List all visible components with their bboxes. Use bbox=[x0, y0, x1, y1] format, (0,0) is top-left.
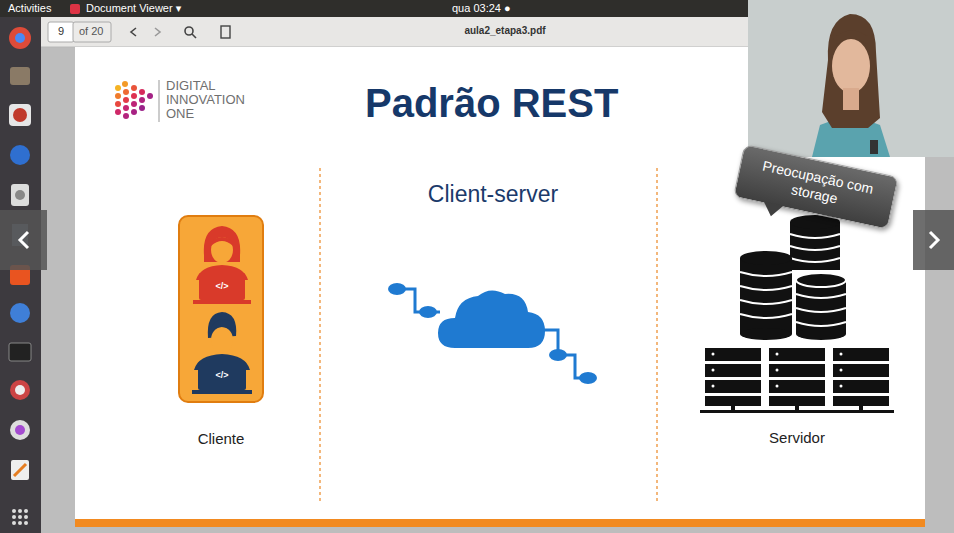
logo-text: INNOVATION bbox=[166, 93, 245, 108]
app-menu: Document Viewer ▾ bbox=[86, 2, 181, 15]
clock: qua 03:24 ● bbox=[452, 2, 511, 15]
cloud-icon bbox=[388, 283, 597, 384]
menu-label: Activities bbox=[8, 2, 51, 15]
webcam-overlay bbox=[748, 0, 954, 157]
section-heading: Client-server bbox=[428, 181, 558, 207]
logo-text: ONE bbox=[166, 107, 194, 122]
server-label: Servidor bbox=[769, 429, 825, 446]
server-icon bbox=[700, 215, 894, 413]
file-name: aula2_etapa3.pdf bbox=[464, 25, 545, 37]
code-symbol: </> bbox=[215, 281, 228, 291]
logo-text: DIGITAL bbox=[166, 79, 216, 94]
code-symbol: </> bbox=[215, 370, 228, 380]
node-text: Cliente bbox=[198, 430, 245, 447]
slide-title: Padrão REST bbox=[365, 80, 618, 126]
page-number: 9 bbox=[58, 25, 64, 38]
logo-mark bbox=[115, 80, 159, 122]
page-count: of 20 bbox=[79, 25, 103, 38]
